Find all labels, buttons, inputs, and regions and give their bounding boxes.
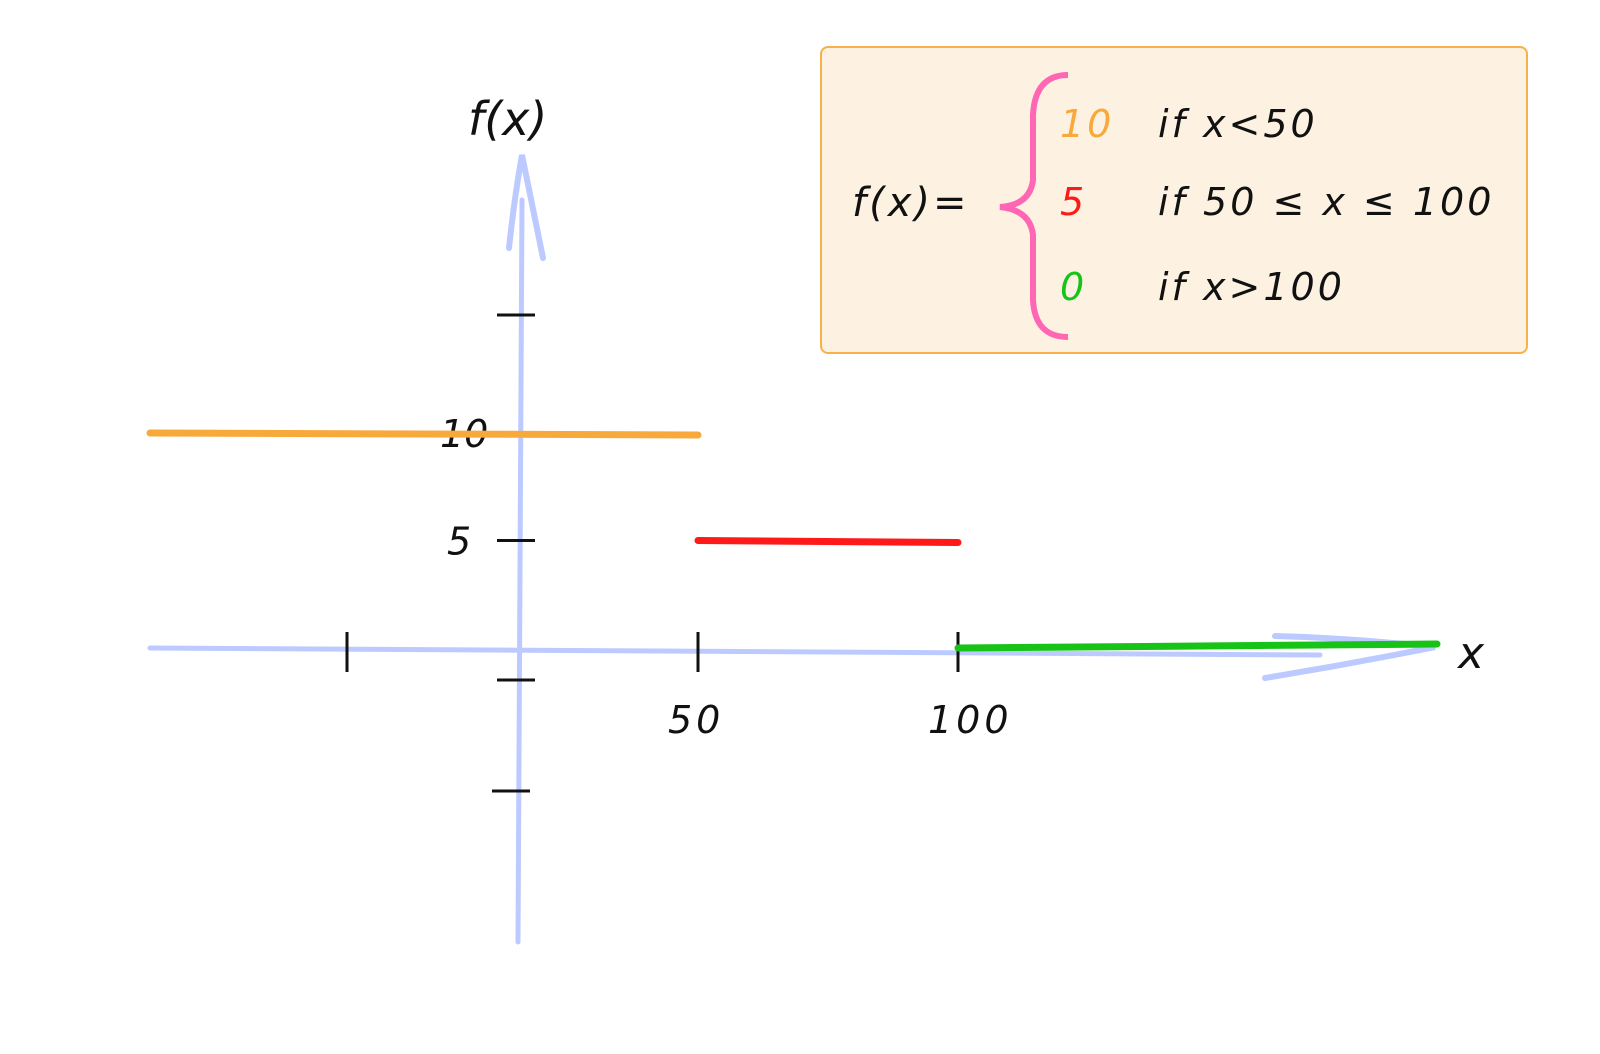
axes: f(x) x [147, 92, 1485, 945]
formula-box [820, 46, 1528, 354]
x-axis [147, 645, 1323, 658]
case-condition-1: if x<50 [1158, 102, 1318, 146]
y-tick-label: 5 [447, 520, 471, 564]
y-axis-arrowhead [506, 154, 546, 261]
x-tick-label: 50 [668, 698, 724, 742]
x-tick-label: 100 [928, 698, 1013, 742]
case-value-3: 0 [1060, 265, 1088, 309]
series-segment-3 [954, 640, 1441, 652]
y-axis-label: f(x) [468, 92, 547, 146]
case-value-1: 10 [1060, 102, 1115, 146]
x-axis-label: x [1456, 628, 1485, 679]
case-condition-3: if x>100 [1158, 265, 1345, 309]
y-axis [515, 197, 525, 945]
series-segment-2 [694, 537, 962, 546]
series-segment-1 [146, 429, 702, 439]
formula-lhs: f(x)= [852, 180, 970, 226]
case-value-2: 5 [1060, 180, 1088, 224]
case-condition-2: if 50 ≤ x ≤ 100 [1158, 180, 1495, 224]
